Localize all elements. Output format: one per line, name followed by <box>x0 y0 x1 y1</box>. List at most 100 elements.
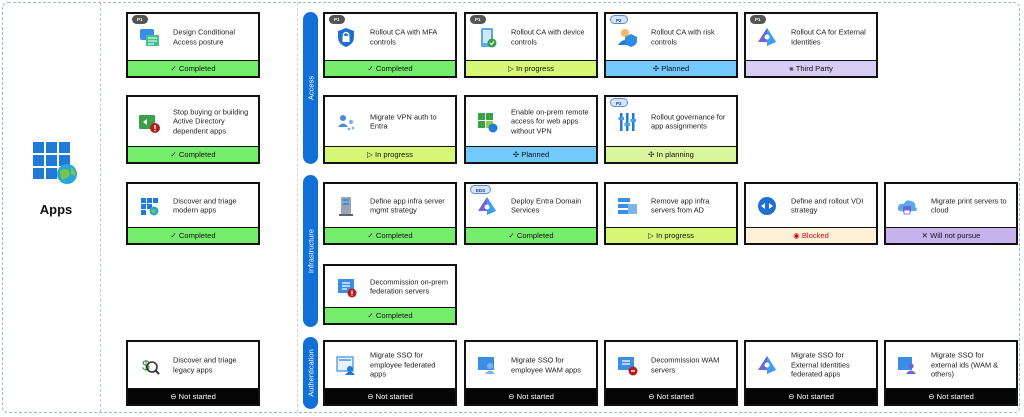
card-title: Rollout CA with MFA controls <box>370 27 437 46</box>
card-title: Rollout CA with device controls <box>511 27 585 46</box>
card-sso-wam: Migrate SSO for employee WAM apps⊖ Not s… <box>464 340 598 406</box>
app-grid-icon <box>141 197 159 215</box>
server-icon <box>339 196 353 216</box>
category-authentication: Authentication <box>303 337 318 409</box>
status-badge: ✓ Completed <box>128 227 258 243</box>
status-badge: ✣ In planning <box>606 146 736 162</box>
status-badge: ⊖ Not started <box>325 388 455 404</box>
card-title: Discover and triage modern apps <box>173 195 237 215</box>
lock-shield-icon <box>338 28 354 47</box>
card-title: Decommission on-prem federation servers <box>370 276 449 296</box>
category-infrastructure: Infrastructure <box>303 175 318 327</box>
status-badge: ⊖ Not started <box>606 388 736 404</box>
status-badge: ✓ Completed <box>325 227 455 243</box>
priority-badge: P1 <box>750 15 766 24</box>
device-check-icon <box>481 28 497 48</box>
card-title: Migrate VPN auth to Entra <box>370 111 437 131</box>
card-onprem-access: Enable on-prem remote access for web app… <box>464 95 598 164</box>
status-badge: ▷ In progress <box>606 227 736 243</box>
svg-text:$: $ <box>142 357 150 373</box>
card-title: Migrate SSO for employee WAM apps <box>511 355 581 374</box>
status-badge: ✓ Completed <box>128 146 258 162</box>
card-title: Deploy Entra Domain Services <box>511 195 582 215</box>
card-title: Rollout governance for app assignments <box>651 111 726 131</box>
card-title: Migrate SSO for External Identities fede… <box>791 350 850 379</box>
user-risk-icon <box>618 29 637 47</box>
status-badge: ✣ Planned <box>466 146 596 162</box>
card-sso-federated: Migrate SSO for employee federated apps ⊖… <box>323 340 457 406</box>
card-app-infra-strategy: Define app infra server mgmt strategy ✓ C… <box>323 182 457 245</box>
cloud-print-icon <box>897 199 917 214</box>
priority-badge: P2 <box>610 15 628 24</box>
card-vdi-strategy: Define and rollout VDI strategy◉ Blocked <box>744 182 878 245</box>
external-users-app-icon <box>898 357 916 374</box>
card-title: Migrate SSO for employee federated apps <box>370 350 436 379</box>
card-title: Migrate SSO for external ids (WAM & othe… <box>931 350 999 379</box>
status-badge: ⊖ Not started <box>746 388 876 404</box>
category-access: Access <box>303 12 318 164</box>
status-badge: ✓ Completed <box>325 60 455 76</box>
external-identity-icon <box>758 356 776 374</box>
external-identity-icon <box>758 28 776 46</box>
card-title: Design Conditional Access posture <box>173 27 236 46</box>
app-warning-icon <box>139 114 160 133</box>
status-badge: ✣ Planned <box>606 60 736 76</box>
card-title: Define app infra server mgmt strategy <box>370 195 445 215</box>
status-badge: ✓ Completed <box>325 307 455 323</box>
federation-server-icon <box>338 278 357 297</box>
card-title: Enable on-prem remote access for web app… <box>511 107 589 136</box>
card-decommission-federation: Decommission on-prem federation servers ✓… <box>323 264 457 325</box>
outer-frame <box>2 2 1020 413</box>
wam-server-remove-icon <box>618 357 638 376</box>
status-badge: ⊖ Not started <box>128 388 258 404</box>
apps-grid-globe-icon <box>33 142 77 184</box>
users-network-icon <box>338 114 355 130</box>
status-badge: ✕ Will not pursue <box>886 227 1016 243</box>
priority-badge: P1 <box>329 15 345 24</box>
card-print-servers: Migrate print servers to cloud ✕ Will not… <box>884 182 1018 245</box>
wam-app-icon <box>478 357 495 374</box>
divider <box>297 3 298 412</box>
apps-label: Apps <box>39 202 73 217</box>
status-badge: ◉ Blocked <box>746 227 876 243</box>
card-stop-ad-dependent-apps: Stop buying or building Active Directory… <box>126 95 260 164</box>
legacy-app-search-icon: $ <box>142 357 160 375</box>
priority-badge: EDS <box>470 185 492 194</box>
governance-sliders-icon <box>618 112 636 131</box>
card-title: Rollout CA for External Identities <box>791 27 866 46</box>
card-discover-modern-apps: Discover and triage modern apps ✓ Complet… <box>126 182 260 245</box>
status-badge: ▷ In progress <box>325 146 455 162</box>
card-migrate-vpn: Migrate VPN auth to Entra ▷ In progress <box>323 95 457 164</box>
priority-badge: P2 <box>610 98 628 107</box>
card-sso-external-wam: Migrate SSO for external ids (WAM & othe… <box>884 340 1018 406</box>
status-badge: ✓ Completed <box>128 60 258 76</box>
card-title: Migrate print servers to cloud <box>931 195 1007 215</box>
domain-services-icon <box>478 196 496 215</box>
divider <box>100 3 101 412</box>
priority-badge: P1 <box>132 15 148 24</box>
card-title: Remove app infra servers from AD <box>651 195 710 215</box>
priority-badge: P1 <box>470 15 486 24</box>
status-badge: ▷ In progress <box>466 60 596 76</box>
status-badge: ✓ Completed <box>466 227 596 243</box>
card-remove-infra-ad: Remove app infra servers from AD ▷ In pro… <box>604 182 738 245</box>
card-entra-domain-services: EDS Deploy Entra Domain Services ✓ Complet… <box>464 182 598 245</box>
server-list-icon <box>618 197 637 214</box>
card-title: Rollout CA with risk controls <box>651 27 715 46</box>
federated-app-icon <box>336 356 355 375</box>
conditional-access-icon <box>140 29 159 46</box>
card-title: Stop buying or building Active Directory… <box>173 107 249 136</box>
card-title: Discover and triage legacy apps <box>173 355 237 374</box>
card-decommission-wam: Decommission WAM servers⊖ Not started <box>604 340 738 406</box>
remote-desktop-icon <box>758 196 776 215</box>
app-proxy-icon <box>478 112 498 132</box>
status-badge: ⨳ Third Party <box>746 60 876 76</box>
card-sso-external-federated: Migrate SSO for External Identities fede… <box>744 340 878 406</box>
apps-label-block: Apps <box>28 140 84 217</box>
status-badge: ⊖ Not started <box>886 388 1016 404</box>
